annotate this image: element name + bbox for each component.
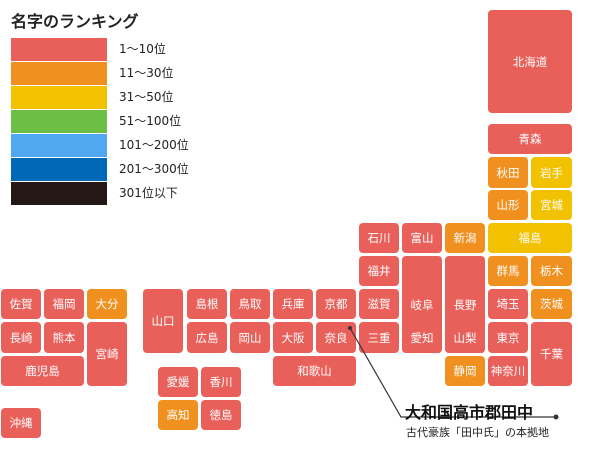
prefecture-tile[interactable]: 愛知 <box>402 322 442 353</box>
prefecture-tile[interactable]: 香川 <box>201 367 241 397</box>
legend-label: 301位以下 <box>119 186 178 200</box>
prefecture-tile[interactable]: 広島 <box>187 322 227 353</box>
prefecture-tile[interactable]: 岡山 <box>230 322 270 353</box>
prefecture-tile[interactable]: 沖縄 <box>1 408 41 438</box>
prefecture-tile[interactable]: 石川 <box>359 223 399 253</box>
prefecture-tile[interactable]: 秋田 <box>488 157 528 188</box>
prefecture-tile[interactable]: 埼玉 <box>488 289 528 319</box>
prefecture-tile[interactable]: 鹿児島 <box>1 356 84 386</box>
legend-swatch <box>11 86 107 109</box>
prefecture-tile[interactable]: 千葉 <box>531 322 572 386</box>
legend-label: 1〜10位 <box>119 42 166 56</box>
annotation-dot-start <box>348 326 352 330</box>
prefecture-tile[interactable]: 山梨 <box>445 322 485 353</box>
annotation-line <box>349 327 556 418</box>
legend-label: 51〜100位 <box>119 114 182 128</box>
prefecture-tile[interactable]: 茨城 <box>531 289 572 319</box>
prefecture-tile[interactable]: 長崎 <box>1 322 41 353</box>
prefecture-tile[interactable]: 奈良 <box>316 322 356 353</box>
legend-swatch <box>11 134 107 157</box>
legend-swatch <box>11 38 107 61</box>
prefecture-tile[interactable]: 新潟 <box>445 223 485 253</box>
prefecture-tile[interactable]: 静岡 <box>445 356 485 386</box>
prefecture-tile[interactable]: 群馬 <box>488 256 528 286</box>
prefecture-tile[interactable]: 山口 <box>143 289 183 353</box>
legend-swatch <box>11 62 107 85</box>
legend-swatch <box>11 182 107 205</box>
annotation-dot-end <box>553 414 559 420</box>
prefecture-tile[interactable]: 福岡 <box>44 289 84 319</box>
legend-label: 31〜50位 <box>119 90 174 104</box>
prefecture-tile[interactable]: 福島 <box>488 223 572 253</box>
prefecture-tile[interactable]: 高知 <box>158 400 198 430</box>
annotation-title: 大和国高市郡田中 <box>405 403 534 422</box>
legend-label: 201〜300位 <box>119 162 189 176</box>
prefecture-tile[interactable]: 山形 <box>488 190 528 220</box>
prefecture-tile[interactable]: 佐賀 <box>1 289 41 319</box>
prefecture-tile[interactable]: 東京 <box>488 322 528 353</box>
prefecture-tile[interactable]: 神奈川 <box>488 356 528 386</box>
annotation-subtitle: 古代豪族「田中氏」の本拠地 <box>406 426 549 439</box>
prefecture-tile[interactable]: 大阪 <box>273 322 313 353</box>
prefecture-tile[interactable]: 栃木 <box>531 256 572 286</box>
map-title: 名字のランキング <box>11 12 139 31</box>
legend-label: 11〜30位 <box>119 66 174 80</box>
prefecture-tile[interactable]: 福井 <box>359 256 399 286</box>
prefecture-tile[interactable]: 徳島 <box>201 400 241 430</box>
prefecture-tile[interactable]: 三重 <box>359 322 399 353</box>
prefecture-tile[interactable]: 宮崎 <box>87 322 127 386</box>
prefecture-tile[interactable]: 愛媛 <box>158 367 198 397</box>
legend-label: 101〜200位 <box>119 138 189 152</box>
prefecture-tile[interactable]: 富山 <box>402 223 442 253</box>
prefecture-tile[interactable]: 京都 <box>316 289 356 319</box>
prefecture-tile[interactable]: 兵庫 <box>273 289 313 319</box>
prefecture-tile[interactable]: 和歌山 <box>273 356 356 386</box>
prefecture-tile[interactable]: 鳥取 <box>230 289 270 319</box>
prefecture-tile[interactable]: 青森 <box>488 124 572 154</box>
prefecture-tile[interactable]: 岩手 <box>531 157 572 188</box>
prefecture-tile[interactable]: 島根 <box>187 289 227 319</box>
prefecture-tile[interactable]: 大分 <box>87 289 127 319</box>
prefecture-tile[interactable]: 北海道 <box>488 10 572 113</box>
legend-swatch <box>11 110 107 133</box>
prefecture-tile[interactable]: 熊本 <box>44 322 84 353</box>
legend-swatch <box>11 158 107 181</box>
prefecture-tile[interactable]: 宮城 <box>531 190 572 220</box>
prefecture-tile[interactable]: 滋賀 <box>359 289 399 319</box>
